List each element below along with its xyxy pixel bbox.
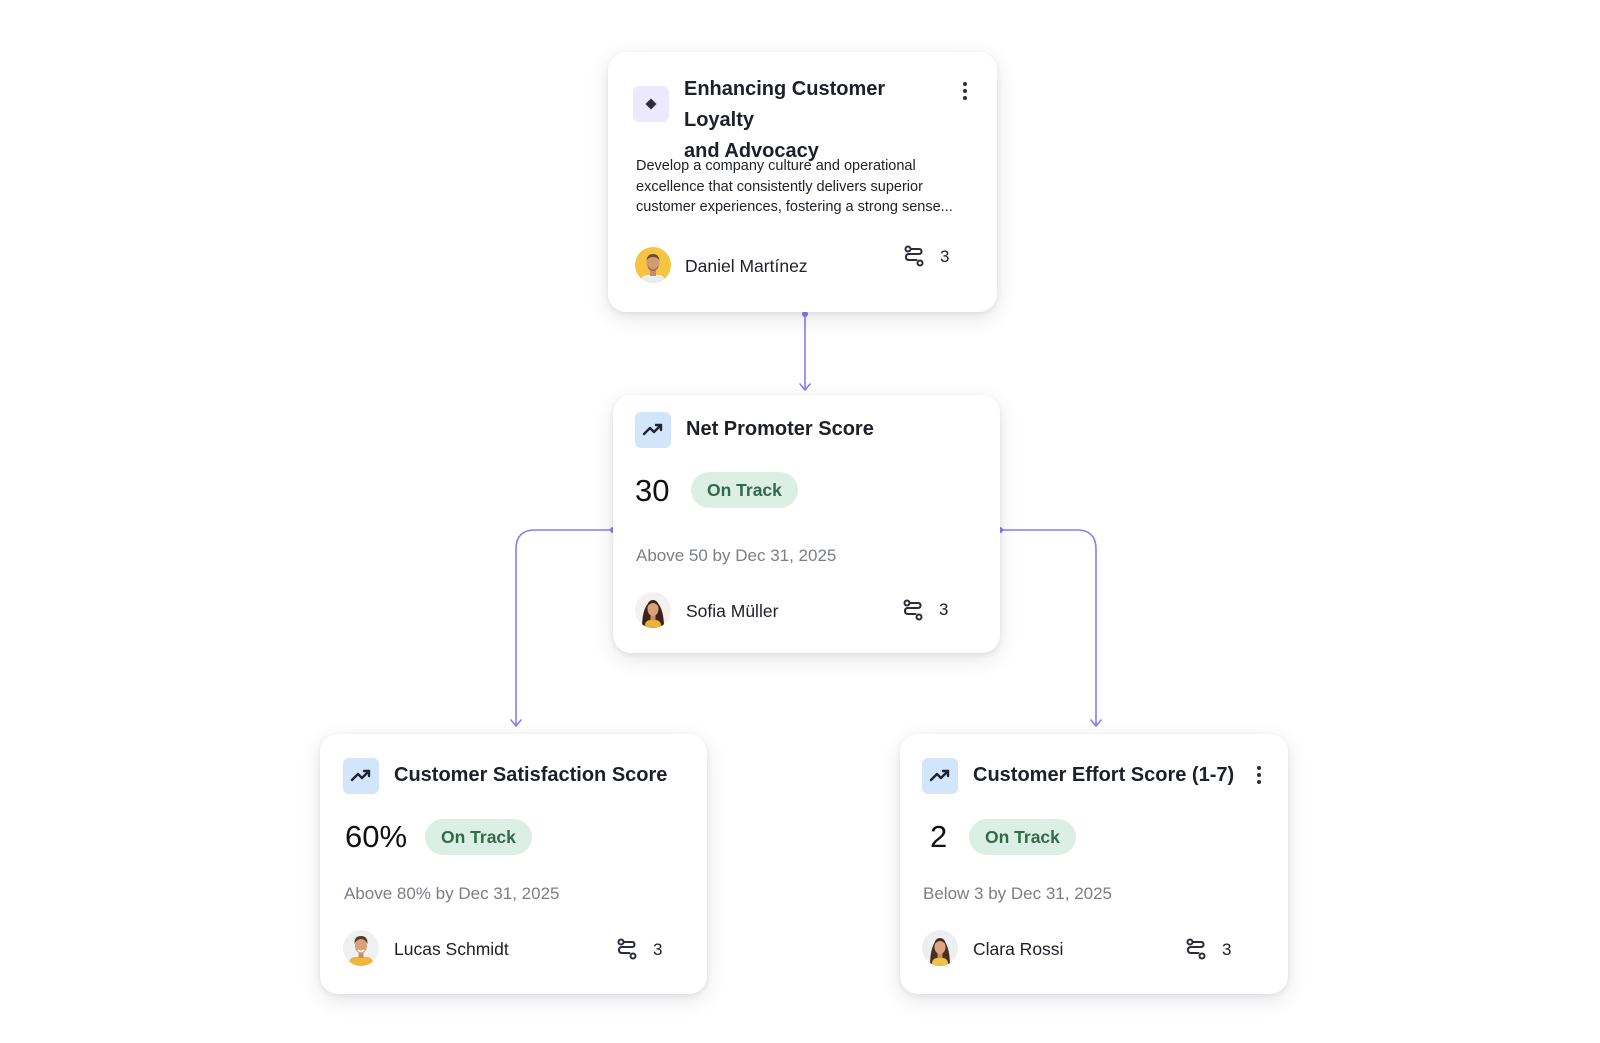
- trending-up-icon: [929, 769, 950, 782]
- kr-current-value: 60%: [345, 819, 408, 854]
- objective-icon-box: [633, 86, 669, 122]
- trending-up-icon: [350, 769, 371, 782]
- objective-description: Develop a company culture and operationa…: [636, 156, 976, 218]
- kr-card-ces[interactable]: Customer Effort Score (1-7) 2 On Track B…: [900, 734, 1288, 994]
- status-badge: On Track: [425, 819, 532, 855]
- diamond-icon: [645, 98, 657, 110]
- kr-card-csat[interactable]: Customer Satisfaction Score 60% On Track…: [320, 734, 707, 994]
- objective-title-line: and Advocacy: [684, 140, 819, 162]
- status-badge: On Track: [691, 472, 798, 508]
- kr-target: Below 3 by Dec 31, 2025: [923, 884, 1113, 903]
- kr-owner-name: Lucas Schmidt: [394, 939, 509, 959]
- objective-description-line: customer experiences, fostering a strong…: [636, 199, 953, 215]
- avatar: [922, 930, 958, 966]
- kr-target: Above 50 by Dec 31, 2025: [636, 546, 837, 565]
- kr-icon-box: [635, 412, 671, 448]
- objective-title: Enhancing Customer Loyalty and Advocacy: [684, 74, 954, 167]
- objective-description-line: Develop a company culture and operationa…: [636, 158, 916, 174]
- kr-link-count: 3: [653, 940, 663, 959]
- kr-title: Customer Effort Score (1-7): [973, 764, 1235, 786]
- connector-arrowhead: [1090, 719, 1102, 727]
- connector-dot: [802, 311, 808, 317]
- avatar: [343, 930, 379, 966]
- link-icon[interactable]: [901, 598, 925, 622]
- connector-nps-to-ces: [999, 529, 1097, 727]
- kr-icon-box: [922, 758, 958, 794]
- avatar: [635, 247, 671, 283]
- kr-owner-name: Clara Rossi: [973, 939, 1064, 959]
- objective-link-count: 3: [940, 247, 950, 266]
- kr-current-value: 2: [930, 819, 948, 854]
- objective-description-line: excellence that consistently delivers su…: [636, 178, 923, 195]
- objective-owner-name: Daniel Martínez: [685, 256, 808, 276]
- status-badge: On Track: [969, 819, 1076, 855]
- kr-icon-box: [343, 758, 379, 794]
- link-icon[interactable]: [615, 937, 639, 961]
- avatar: [635, 592, 671, 628]
- kr-title: Net Promoter Score: [686, 418, 874, 440]
- kr-link-count: 3: [1222, 940, 1232, 959]
- connector-nps-to-csat: [515, 529, 614, 727]
- kr-target: Above 80% by Dec 31, 2025: [344, 884, 560, 903]
- objective-card[interactable]: Enhancing Customer Loyalty and Advocacy …: [608, 52, 997, 312]
- link-icon[interactable]: [1184, 937, 1208, 961]
- kr-current-value: 30: [635, 473, 670, 508]
- connector-arrowhead: [510, 719, 522, 727]
- kr-link-count: 3: [939, 600, 949, 619]
- objective-more-menu-icon[interactable]: [958, 80, 972, 102]
- kr-title: Customer Satisfaction Score: [394, 764, 668, 786]
- connector-arrowhead: [799, 383, 811, 391]
- kr-more-menu-icon[interactable]: [1252, 764, 1266, 786]
- kr-card-nps[interactable]: Net Promoter Score 30 On Track Above 50 …: [613, 395, 1000, 653]
- link-icon[interactable]: [902, 244, 926, 268]
- kr-owner-name: Sofia Müller: [686, 601, 779, 621]
- objective-title-line: Enhancing Customer Loyalty: [684, 78, 886, 131]
- trending-up-icon: [642, 423, 663, 436]
